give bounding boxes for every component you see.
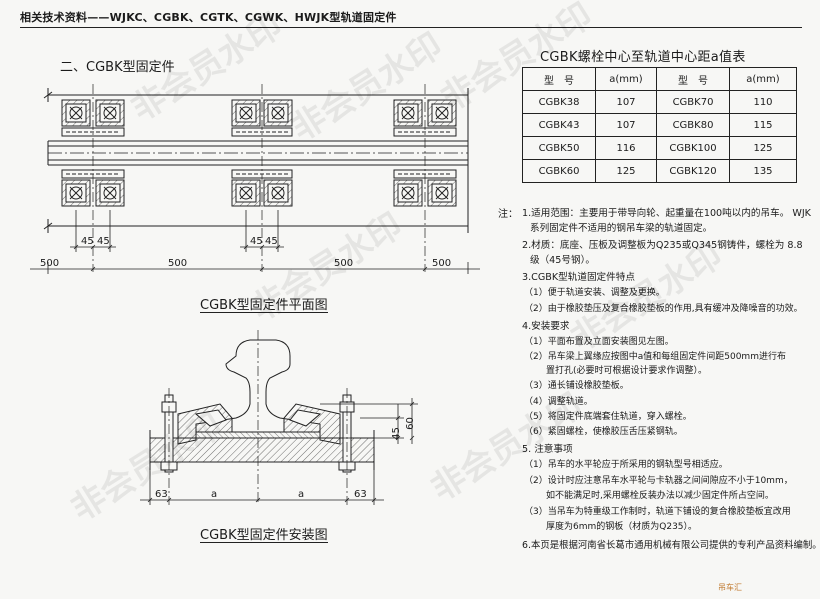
table-cell: CGBK38 [522,90,596,114]
install-dim-63-right: 63 [354,489,367,500]
table-cell: 116 [595,136,657,160]
plan-dim-45-4: 45 [265,236,278,247]
note-4-2a: （2）吊车梁上翼缘应按图中a值和每组固定件间距500mm进行布 [524,352,786,362]
note-3-2: （2）由于橡胶垫压及复合橡胶垫板的作用,具有缓冲及降噪音的功效。 [524,304,803,314]
table-title: CGBK螺栓中心至轨道中心距a值表 [540,50,746,65]
table-cell: CGBK120 [656,159,730,183]
plan-dim-500-2: 500 [168,258,188,269]
table-header-cell: 型 号 [656,67,730,91]
install-dim-a-left: a [211,489,218,500]
a-value-table: 型 号 a(mm) 型 号 a(mm) CGBK38 107 CGBK70 11… [522,67,797,183]
note-4-6: （6）紧固螺栓，使橡胶压舌压紧钢轨。 [524,427,683,437]
note-5-3a: （3）当吊车为特重级工作制时，轨道下铺设的复合橡胶垫板宜改用 [524,507,791,517]
note-5-2b: 如不能满足时,采用螺栓反装办法以减少固定件所占空间。 [546,491,774,501]
plan-dim-500-4: 500 [432,258,452,269]
plan-dim-500-3: 500 [334,258,354,269]
table-header-cell: a(mm) [595,67,657,91]
table-cell: 125 [729,136,797,160]
install-centerlines [168,330,348,505]
table-cell: 107 [595,90,657,114]
table-row: CGBK43 107 CGBK80 115 [522,113,797,137]
section-title: 二、CGBK型固定件 [60,60,175,75]
install-dim-60: 60 [404,417,416,430]
table-row: CGBK50 116 CGBK100 125 [522,136,797,160]
plan-dim-45-2: 45 [97,236,110,247]
table-cell: CGBK50 [522,136,596,160]
note-3: 3.CGBK型轨道固定件特点 [522,272,635,283]
note-5-2a: （2）设计时应注意吊车水平轮与卡轨器之间间隙应不小于10mm， [524,476,793,486]
note-4-2b: 置打孔(必要时可根据设计要求作调整）。 [546,366,708,376]
table-cell: 115 [729,113,797,137]
install-dimensions [140,398,418,505]
note-1a: 1.适用范围：主要用于带导向轮、起重量在100吨以内的吊车。 WJK [522,208,811,219]
page-header: 相关技术资料——WJKC、CGBK、CGTK、CGWK、HWJK型轨道固定件 [20,11,397,24]
table-header-cell: 型 号 [522,67,596,91]
plan-view [43,88,469,233]
table-cell: CGBK70 [656,90,730,114]
note-4-3: （3）通长铺设橡胶垫板。 [524,381,629,391]
table-cell: CGBK43 [522,113,596,137]
notes-label: 注： [498,209,518,220]
plan-dim-500-1: 500 [40,258,60,269]
note-5-1: （1）吊车的水平轮应于所采用的钢轨型号相适应。 [524,460,728,470]
note-5: 5. 注意事项 [522,444,573,455]
header-rule [20,27,802,28]
table-row: CGBK38 107 CGBK70 110 [522,90,797,114]
install-dim-63-left: 63 [155,489,168,500]
note-2b: 级（45号钢）。 [530,255,595,266]
table-cell: CGBK100 [656,136,730,160]
install-dim-a-right: a [298,489,305,500]
plan-dimensions [30,210,480,274]
table-cell: CGBK60 [522,159,596,183]
note-4-4: （4）调整轨道。 [524,397,593,407]
site-logo: 吊车汇 [718,583,742,592]
note-3-1: （1）便于轨道安装、调整及更换。 [524,288,665,298]
note-2a: 2.材质：底座、压板及调整板为Q235或Q345钢铸件，螺栓为 8.8 [522,240,803,251]
note-6: 6.本页是根据河南省长葛市通用机械有限公司提供的专利产品资料编制。 [522,540,820,551]
plan-dim-45-1: 45 [81,236,94,247]
note-4-5: （5）将固定件底端套住轨道，穿入螺栓。 [524,412,692,422]
install-section [149,339,375,473]
note-5-3b: 厚度为6mm的钢板（材质为Q235）。 [546,522,698,532]
table-cell: 107 [595,113,657,137]
plan-centerlines [92,84,426,272]
note-1b: 系列固定件不适用的钢吊车梁的轨道固定。 [530,223,713,234]
plan-dim-45-3: 45 [250,236,263,247]
table-header-row: 型 号 a(mm) 型 号 a(mm) [522,67,797,91]
install-dim-45: 45 [390,427,402,440]
table-cell: 110 [729,90,797,114]
plan-caption: CGBK型固定件平面图 [200,298,328,313]
table-cell: CGBK80 [656,113,730,137]
note-4-1: （1）平面布置及立面安装图见左图。 [524,337,674,347]
table-cell: 135 [729,159,797,183]
table-cell: 125 [595,159,657,183]
note-4: 4.安装要求 [522,321,570,332]
table-header-cell: a(mm) [729,67,797,91]
install-caption: CGBK型固定件安装图 [200,528,328,543]
table-row: CGBK60 125 CGBK120 135 [522,159,797,183]
